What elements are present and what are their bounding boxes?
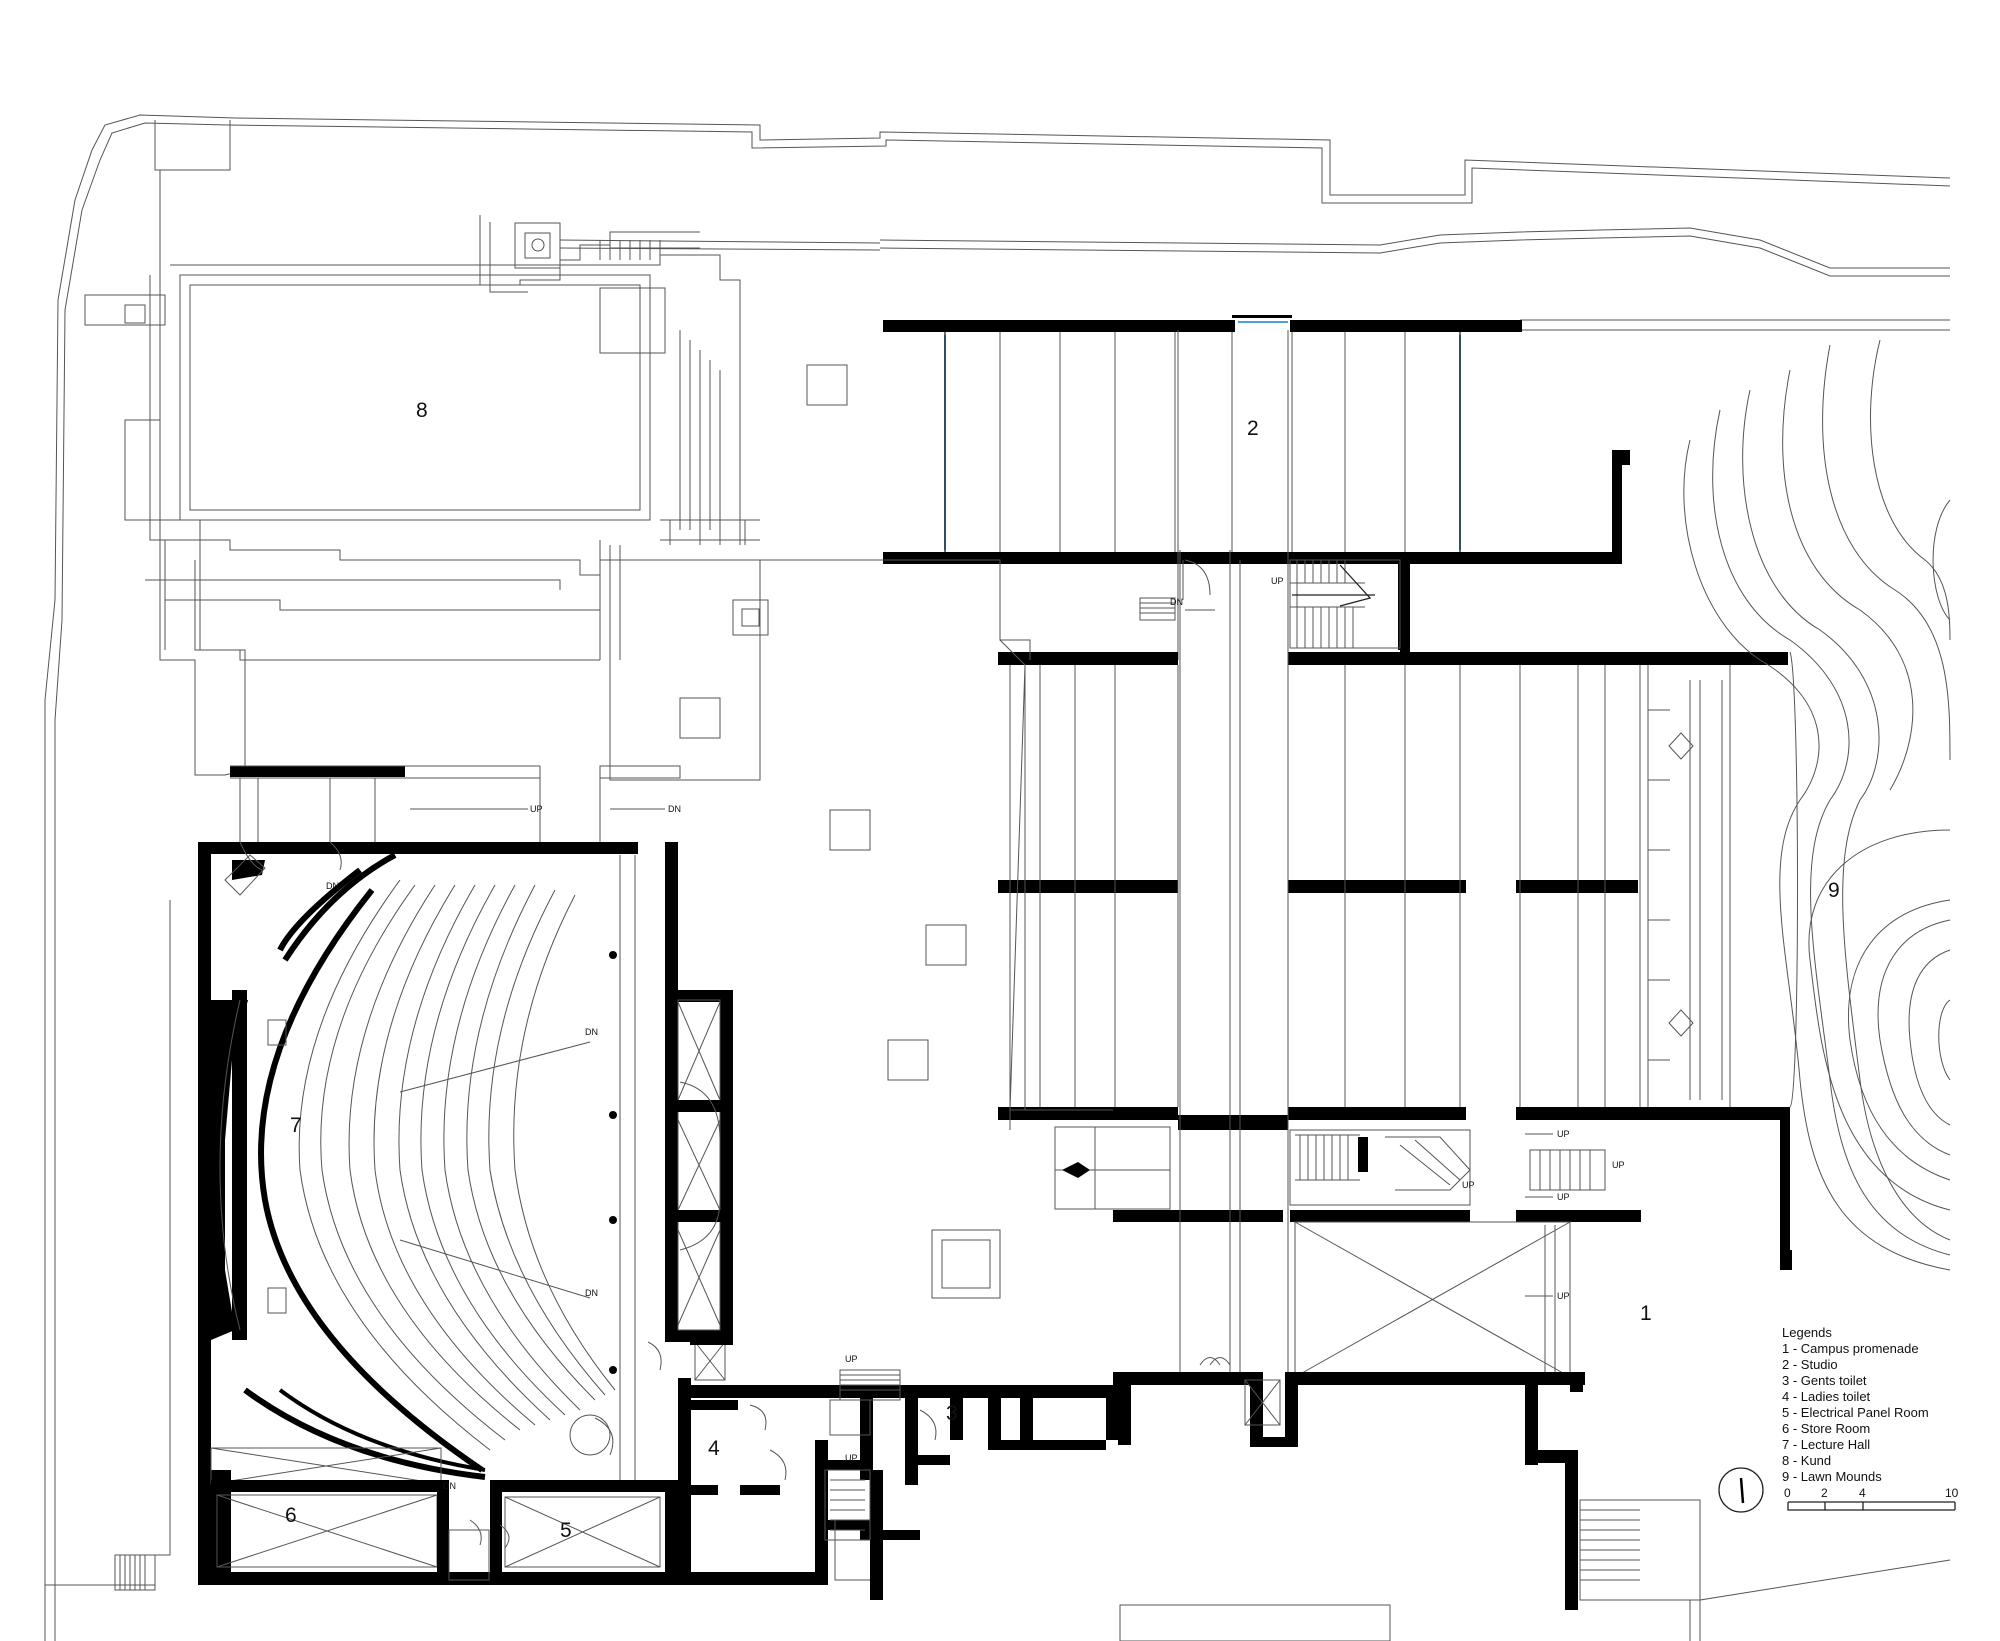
stair-up-label: UP xyxy=(845,1354,858,1364)
legend: Legends 1 - Campus promenade 2 - Studio … xyxy=(1782,1325,1929,1484)
stair-dn-label: DN xyxy=(585,1027,598,1037)
room-label-9: 9 xyxy=(1828,879,1840,902)
studio-block-south xyxy=(998,652,1792,1270)
lower-site xyxy=(45,900,1951,1641)
stair-cores xyxy=(999,559,1641,1222)
stair-direction-labels: UP DN DN DN DN DN DN UP UP UP UP UP UP U… xyxy=(326,576,1625,1491)
stair-dn-label: DN xyxy=(1170,597,1183,607)
lawn-mound-contours xyxy=(1683,339,1951,1271)
room-numbers: 1 2 3 4 5 6 7 8 9 xyxy=(285,399,1840,1542)
room-label-4: 4 xyxy=(708,1437,720,1460)
scale-tick-label: 4 xyxy=(1859,1486,1866,1500)
legend-item: 9 - Lawn Mounds xyxy=(1782,1469,1882,1484)
stair-up-label: UP xyxy=(1462,1180,1475,1190)
room-label-6: 6 xyxy=(285,1504,297,1527)
service-rooms-5-6 xyxy=(210,1447,678,1585)
promenade-grid xyxy=(1009,550,1571,1380)
lecture-hall xyxy=(198,765,733,1585)
stair-dn-label: DN xyxy=(326,881,339,891)
stair-dn-label: DN xyxy=(443,1481,456,1491)
legend-item: 4 - Ladies toilet xyxy=(1782,1389,1871,1404)
stair-up-label: UP xyxy=(1557,1291,1570,1301)
stair-up-label: UP xyxy=(1271,576,1284,586)
site-boundary xyxy=(44,114,1951,1641)
studio-south-partitions xyxy=(1039,665,1641,1107)
room-label-8: 8 xyxy=(416,399,428,422)
stair-up-label: UP xyxy=(845,1453,858,1463)
legend-item: 6 - Store Room xyxy=(1782,1421,1870,1436)
north-arrow-icon xyxy=(1718,1467,1764,1513)
scale-tick-label: 2 xyxy=(1821,1486,1828,1500)
stair-dn-label: DN xyxy=(585,1288,598,1298)
studio-block-north xyxy=(883,315,1630,660)
room-label-1: 1 xyxy=(1640,1302,1652,1325)
legend-title: Legends xyxy=(1782,1325,1832,1340)
room-label-2: 2 xyxy=(1247,417,1259,440)
scale-bar: 0 2 4 10 xyxy=(1784,1486,1959,1511)
service-corridor xyxy=(647,990,733,1381)
legend-item: 3 - Gents toilet xyxy=(1782,1373,1867,1388)
stair-up-label: UP xyxy=(1557,1192,1570,1202)
scale-tick-label: 10 xyxy=(1945,1486,1959,1500)
legend-item: 5 - Electrical Panel Room xyxy=(1782,1405,1929,1420)
legend-item: 2 - Studio xyxy=(1782,1357,1838,1372)
legend-item: 1 - Campus promenade xyxy=(1782,1341,1919,1356)
legend-item: 8 - Kund xyxy=(1782,1453,1831,1468)
studio-south-display-wall xyxy=(1647,665,1731,1107)
toilet-blocks xyxy=(678,1357,1585,1610)
stair-up-label: UP xyxy=(1557,1129,1570,1139)
room-label-3: 3 xyxy=(946,1402,958,1425)
scale-tick-label: 0 xyxy=(1784,1486,1791,1500)
promenade-planters xyxy=(600,364,1113,1299)
stair-dn-label: DN xyxy=(668,804,681,814)
room-label-7: 7 xyxy=(290,1114,302,1137)
stair-up-label: UP xyxy=(530,804,543,814)
stair-up-label: UP xyxy=(1612,1160,1625,1170)
room-label-5: 5 xyxy=(560,1519,572,1542)
kund-stepped-tank xyxy=(84,170,881,776)
seating-tiers xyxy=(243,852,616,1480)
legend-item: 7 - Lecture Hall xyxy=(1782,1437,1870,1452)
